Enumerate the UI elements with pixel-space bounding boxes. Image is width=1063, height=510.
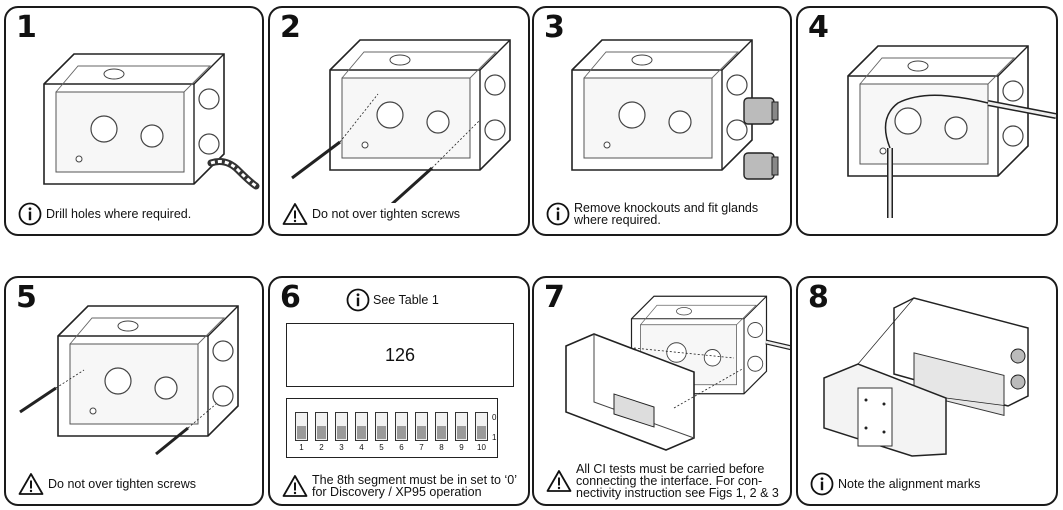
- dip-lever: [397, 426, 406, 439]
- step-panel-3: 3 Remove knockouts and fit glands where …: [532, 6, 792, 236]
- dip-number-label: 9: [459, 443, 464, 452]
- dip-number-label: 2: [319, 443, 324, 452]
- step-number: 3: [544, 10, 565, 45]
- see-table-note: See Table 1: [346, 288, 439, 312]
- dip-number-label: 1: [299, 443, 304, 452]
- dip-number-label: 4: [359, 443, 364, 452]
- warning-icon: [546, 469, 572, 493]
- info-icon: [546, 202, 570, 226]
- dip-switch-10[interactable]: [475, 412, 488, 441]
- interface-mounting-illustration: [565, 295, 790, 451]
- step-caption: The 8th segment must be in set to ‘0’ fo…: [282, 474, 517, 498]
- dip-lever: [477, 426, 486, 439]
- dip-switch-7[interactable]: [415, 412, 428, 441]
- address-display: 126: [286, 323, 514, 387]
- step-caption: Do not over tighten screws: [18, 472, 196, 496]
- step-caption: Note the alignment marks: [810, 472, 980, 496]
- step-number: 7: [544, 280, 565, 315]
- dip-switch-3[interactable]: [335, 412, 348, 441]
- step-panel-2: 2 Do not over tighten screws: [268, 6, 530, 236]
- see-table-label: See Table 1: [373, 293, 439, 307]
- step-number: 4: [808, 10, 829, 45]
- step-panel-4: 4: [796, 6, 1058, 236]
- dip-switch-4[interactable]: [355, 412, 368, 441]
- dip-switch-9[interactable]: [455, 412, 468, 441]
- dip-number-label: 3: [339, 443, 344, 452]
- dip-switch-1[interactable]: [295, 412, 308, 441]
- dip-number-label: 10: [477, 443, 486, 452]
- address-value: 126: [384, 344, 416, 365]
- step-number: 5: [16, 280, 37, 315]
- dip-lever: [417, 426, 426, 439]
- dip-lever: [457, 426, 466, 439]
- warning-icon: [282, 202, 308, 226]
- dip-switch-2[interactable]: [315, 412, 328, 441]
- info-icon: [18, 202, 42, 226]
- step-panel-5: 5 Do not over tighten screws: [4, 276, 264, 506]
- step-panel-8: 8 Note the alignment marks: [796, 276, 1058, 506]
- dip-number-label: 8: [439, 443, 444, 452]
- warning-icon: [18, 472, 44, 496]
- warning-icon: [282, 474, 308, 498]
- dip-switch-6[interactable]: [395, 412, 408, 441]
- dip-number-label: 6: [399, 443, 404, 452]
- dip-lever: [337, 426, 346, 439]
- dip-lever: [297, 426, 306, 439]
- dip-number-label: 7: [419, 443, 424, 452]
- back-box-drill-illustration: [43, 53, 260, 190]
- dip-state-bottom-label: 1: [492, 433, 497, 442]
- dip-switch-8[interactable]: [435, 412, 448, 441]
- step-panel-7: 7 All CI tests must be carried before co…: [532, 276, 792, 506]
- step-panel-1: 1 Drill holes where required.: [4, 6, 264, 236]
- step-caption: Remove knockouts and fit glands where re…: [546, 202, 758, 226]
- info-icon: [346, 288, 370, 312]
- step-number: 6: [280, 280, 301, 315]
- step-caption: Drill holes where required.: [18, 202, 191, 226]
- dip-state-top-label: 0: [492, 413, 497, 422]
- step-number: 2: [280, 10, 301, 45]
- cover-alignment-illustration: [823, 297, 1029, 457]
- back-box-screws-illustration: [291, 39, 511, 203]
- back-box-cables-illustration: [847, 45, 1056, 218]
- step-caption: All CI tests must be carried before conn…: [546, 463, 779, 499]
- dip-switch-5[interactable]: [375, 412, 388, 441]
- back-box-screws-illustration: [19, 305, 239, 456]
- info-icon: [810, 472, 834, 496]
- dip-number-label: 5: [379, 443, 384, 452]
- step-panel-6: 6 See Table 1 126 0 1 1 2 3 4 5 6 7 8 9 10 The 8t…: [268, 276, 530, 506]
- dip-lever: [377, 426, 386, 439]
- step-caption: Do not over tighten screws: [282, 202, 460, 226]
- dip-lever: [357, 426, 366, 439]
- dip-switch-bank: 0 1 1 2 3 4 5 6 7 8 9 10: [286, 398, 498, 458]
- back-box-glands-illustration: [571, 39, 779, 180]
- step-number: 8: [808, 280, 829, 315]
- dip-lever: [437, 426, 446, 439]
- dip-lever: [317, 426, 326, 439]
- step-number: 1: [16, 10, 37, 45]
